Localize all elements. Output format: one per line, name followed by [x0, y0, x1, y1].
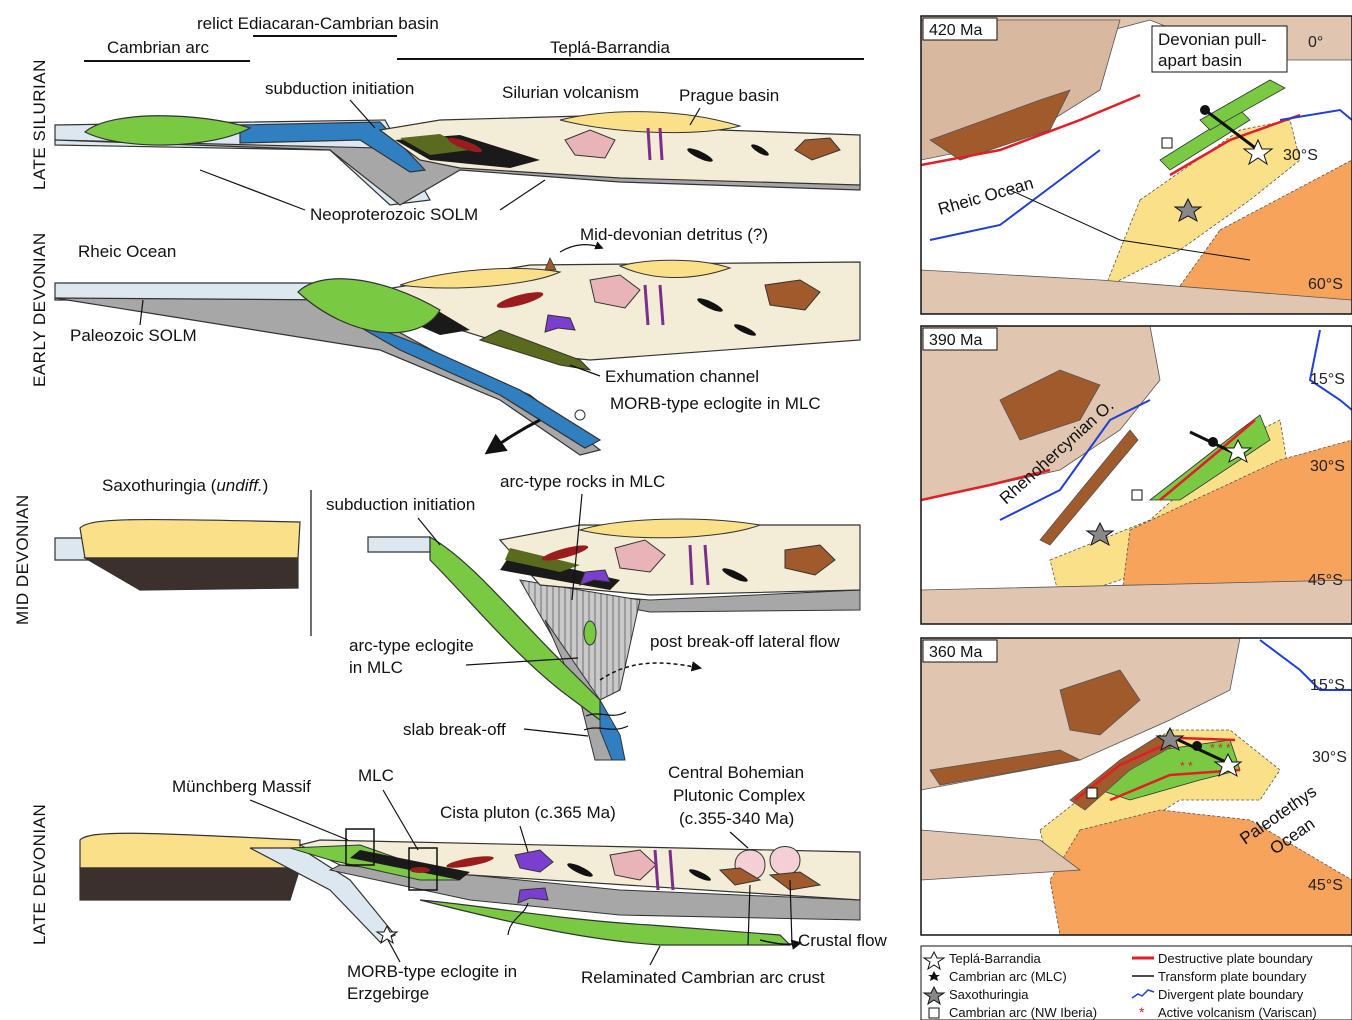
morb-eclogite-mlc-label: MORB-type eclogite in MLC: [610, 394, 821, 413]
map-420ma-lat-2: 60°S: [1308, 276, 1343, 293]
relaminated-label: Relaminated Cambrian arc crust: [581, 968, 825, 987]
detritus-arrow: [560, 245, 602, 252]
legend-left-2: Saxothuringia: [949, 987, 1029, 1002]
slab-motion-arrow: [488, 420, 540, 452]
map-360ma-lat-0: 15°S: [1310, 677, 1345, 694]
map-420ma-lat-0: 0°: [1308, 34, 1323, 51]
map-390ma-lat-1: 30°S: [1310, 458, 1345, 475]
cbpc-label-2: Plutonic Complex: [673, 786, 806, 805]
map-390ma: [921, 326, 1352, 624]
legend-right-3: Active volcanism (Variscan): [1158, 1005, 1317, 1020]
post-breakoff-flow-label: post break-off lateral flow: [650, 632, 840, 651]
pull-apart-label-2: apart basin: [1158, 51, 1242, 70]
subduction-initiation-label-2: subduction initiation: [326, 495, 475, 514]
legend-symbol-cambrian-iberia: [929, 1008, 939, 1018]
arc-type-eclogite-label-1: arc-type eclogite: [349, 636, 474, 655]
munchberg-massif-label: Münchberg Massif: [172, 777, 311, 796]
map-360ma: * * * * *: [921, 638, 1352, 935]
neoproterozoic-solm-label: Neoproterozoic SOLM: [310, 205, 478, 224]
map-390ma-lat-0: 15°S: [1310, 371, 1345, 388]
legend-symbol-volcanism: *: [1139, 1004, 1145, 1020]
legend-right-0: Destructive plate boundary: [1158, 951, 1313, 966]
saxothuringia-block: [55, 520, 300, 590]
morb-eclogite-erz-label-2: Erzgebirge: [347, 984, 429, 1003]
morb-eclogite-erz-label-1: MORB-type eclogite in: [347, 962, 517, 981]
relaminated-pointer: [650, 946, 660, 965]
map-360ma-lat-2: 45°S: [1308, 877, 1343, 894]
solm-pointer-right: [500, 180, 545, 210]
slab-breakoff-label: slab break-off: [403, 720, 506, 739]
era-label-early-devonian: EARLY DEVONIAN: [30, 232, 49, 387]
pull-apart-label-1: Devonian pull-: [1158, 30, 1267, 49]
solm-pointer-left: [200, 170, 305, 210]
early-devonian-section: [55, 258, 860, 455]
map-420ma-age: 420 Ma: [929, 22, 982, 39]
arc-type-rocks-label: arc-type rocks in MLC: [500, 472, 665, 491]
saxothuringia-label: Saxothuringia (undiff.): [102, 476, 268, 495]
cbpc-label-1: Central Bohemian: [668, 763, 804, 782]
relict-basin-label: relict Ediacaran-Cambrian basin: [197, 14, 439, 33]
svg-text:* * *: * * *: [1210, 741, 1231, 755]
silurian-volcanism-label: Silurian volcanism: [502, 83, 639, 102]
crustal-flow-label: Crustal flow: [798, 931, 888, 950]
cbpc-pointer: [730, 832, 748, 848]
arc-type-eclogite-label-2: in MLC: [349, 658, 403, 677]
mid-devonian-detritus-label: Mid-devonian detritus (?): [580, 225, 768, 244]
svg-text:* *: * *: [1180, 759, 1193, 773]
legend-right-1: Transform plate boundary: [1158, 969, 1307, 984]
late-silurian-section: [55, 112, 860, 205]
morb-eclogite-erz-pointer: [388, 940, 400, 962]
legend-left-3: Cambrian arc (NW Iberia): [949, 1005, 1097, 1020]
map-420ma-lat-1: 30°S: [1283, 147, 1318, 164]
era-label-late-silurian: LATE SILURIAN: [30, 59, 49, 190]
cambrian-arc-label: Cambrian arc: [107, 38, 210, 57]
tepla-barrandia-label: Teplá-Barrandia: [550, 38, 671, 57]
legend-left-1: Cambrian arc (MLC): [949, 969, 1067, 984]
mlc-label: MLC: [358, 766, 394, 785]
prague-basin-label: Prague basin: [679, 86, 779, 105]
cbpc-label-3: (c.355-340 Ma): [679, 809, 794, 828]
subduction-initiation-label-1: subduction initiation: [265, 79, 414, 98]
map-360ma-age: 360 Ma: [929, 644, 982, 661]
map-390ma-age: 390 Ma: [929, 332, 982, 349]
legend-right-2: Divergent plate boundary: [1158, 987, 1304, 1002]
cista-pluton-label: Cista pluton (c.365 Ma): [440, 803, 616, 822]
munchberg-pointer: [250, 800, 348, 840]
legend-left-0: Teplá-Barrandia: [949, 951, 1042, 966]
era-label-late-devonian: LATE DEVONIAN: [30, 804, 49, 945]
paleozoic-solm-label: Paleozoic SOLM: [70, 326, 197, 345]
map-390ma-lat-2: 45°S: [1308, 572, 1343, 589]
era-label-mid-devonian: MID DEVONIAN: [13, 494, 32, 625]
exhumation-channel-label: Exhumation channel: [605, 367, 759, 386]
map-360ma-lat-1: 30°S: [1312, 749, 1347, 766]
late-devonian-section: [80, 829, 860, 945]
rheic-ocean-label: Rheic Ocean: [78, 242, 176, 261]
slab-breakoff-pointer: [524, 729, 588, 736]
